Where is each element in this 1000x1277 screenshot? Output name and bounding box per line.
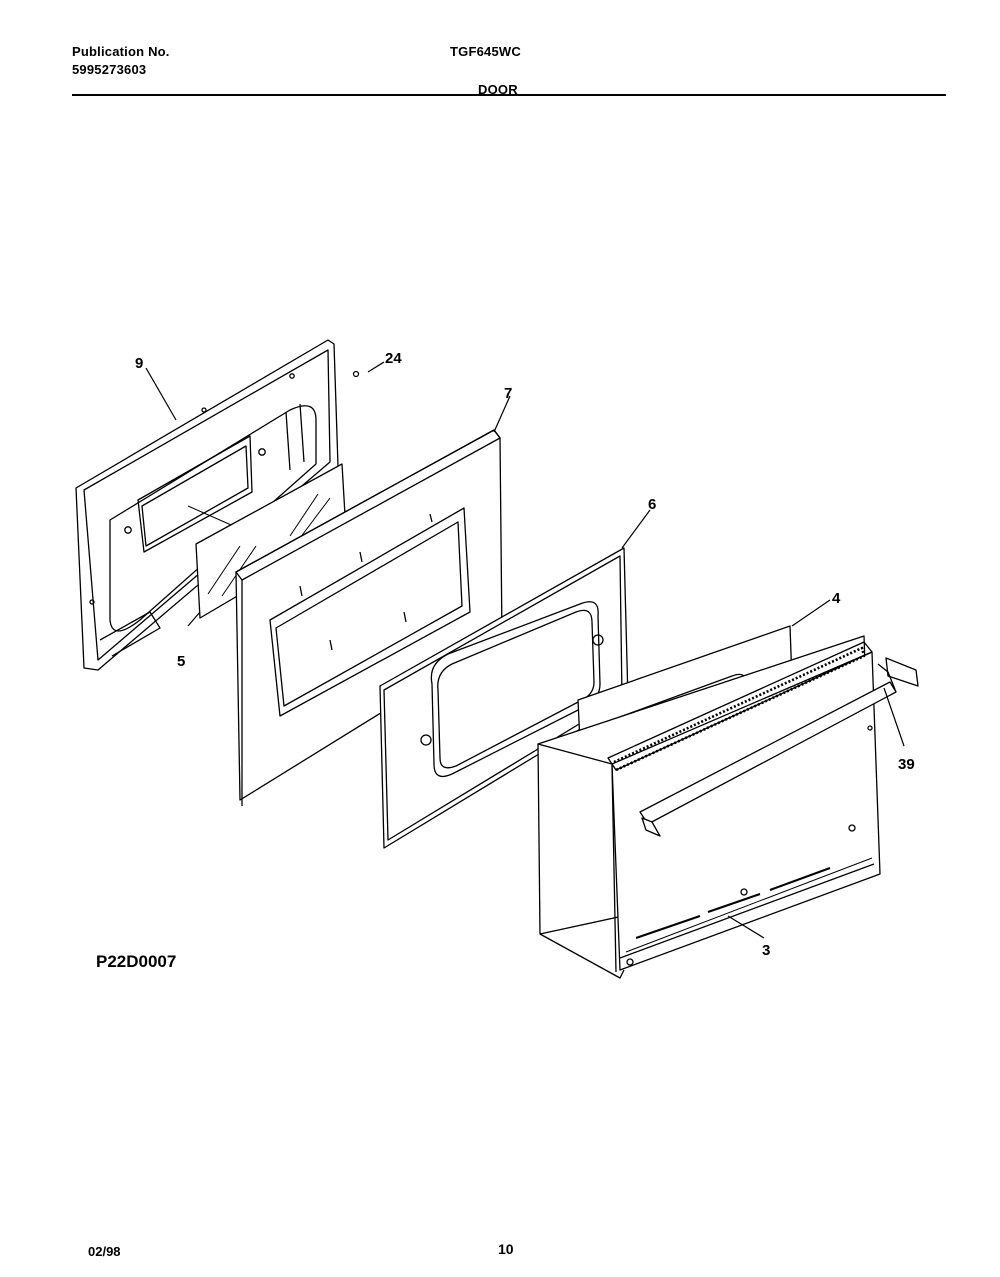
callout-39: 39 [898, 756, 915, 773]
drawing-code: P22D0007 [96, 952, 177, 971]
callout-9: 9 [135, 355, 143, 372]
page-number: 10 [498, 1241, 514, 1257]
publication-label: Publication No. [72, 44, 170, 59]
part-39-door-handle [639, 657, 919, 837]
callout-7: 7 [504, 385, 512, 402]
footer-date: 02/98 [88, 1244, 121, 1259]
header-rule [72, 94, 946, 96]
publication-number: 5995273603 [72, 62, 147, 77]
model-number: TGF645WC [450, 44, 521, 59]
callout-3: 3 [762, 942, 770, 959]
callout-5: 5 [177, 653, 185, 670]
callout-4: 4 [832, 590, 841, 607]
part-7-door-liner-frame [235, 429, 503, 806]
callout-6: 6 [648, 496, 656, 513]
section-title: DOOR [478, 82, 518, 97]
callout-24: 24 [385, 350, 402, 367]
